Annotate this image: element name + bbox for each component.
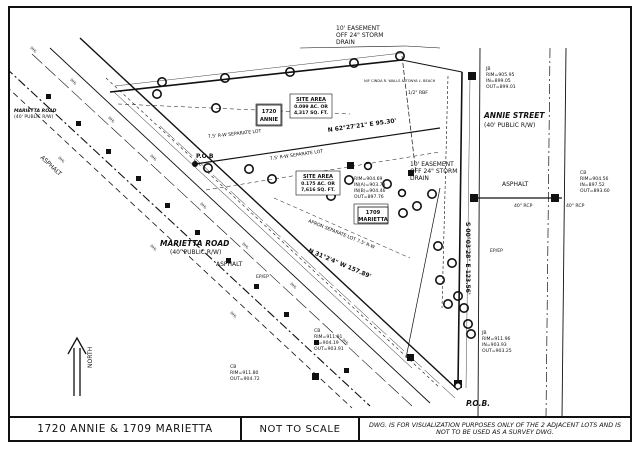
- svg-text:10' EASEMENT: 10' EASEMENT: [410, 161, 454, 168]
- svg-text:RIM=911.96: RIM=911.96: [482, 336, 511, 342]
- svg-text:SITE AREA: SITE AREA: [303, 174, 333, 180]
- title-block: 1720 ANNIE & 1709 MARIETTA NOT TO SCALE …: [10, 416, 630, 440]
- bearing-marietta-frontage: N 31°2'4" W 157.89': [307, 247, 372, 280]
- pob-bottom-label: P.O.B.: [466, 399, 490, 408]
- rcp-label-2: 40" RCP: [566, 203, 585, 209]
- asphalt-label-1: ASPHALT: [216, 261, 243, 268]
- svg-text:RIM=911.91: RIM=911.91: [314, 334, 343, 340]
- svg-text:DHL: DHL: [107, 116, 115, 124]
- svg-text:OFF 24" STORM: OFF 24" STORM: [410, 168, 457, 175]
- svg-text:OUT=899.01: OUT=899.01: [486, 84, 516, 90]
- svg-text:IN=899.05: IN=899.05: [486, 78, 511, 84]
- svg-text:RIM=904.69: RIM=904.69: [354, 176, 383, 182]
- rebar-label: 1/2" RBF: [408, 90, 428, 96]
- svg-text:OFF 24" STORM: OFF 24" STORM: [336, 32, 383, 39]
- svg-text:0.175 AC. OR: 0.175 AC. OR: [301, 181, 335, 187]
- svg-text:OUT=904.72: OUT=904.72: [230, 376, 260, 382]
- north-arrow: [67, 336, 87, 396]
- marietta-road-lines: [10, 37, 459, 409]
- utility-poles: [46, 94, 349, 373]
- svg-text:IN=903.93: IN=903.93: [482, 342, 507, 348]
- svg-text:1709: 1709: [366, 210, 381, 216]
- svg-text:RIM=904.56: RIM=904.56: [580, 176, 609, 182]
- svg-text:OUT=897.76: OUT=897.76: [354, 194, 384, 200]
- marietta-road-corner-label: MARIETTA ROAD: [14, 108, 57, 114]
- marietta-road-sub: (40' PUBLIC R/W): [170, 249, 221, 256]
- svg-text:DHL: DHL: [29, 46, 37, 54]
- svg-text:CB: CB: [580, 170, 586, 176]
- pob-top-label: P.O.B: [196, 153, 214, 160]
- ep-label-2: EP/EP: [490, 248, 503, 254]
- dhl-labels: DHL DHL DHL DHL DHL DHL DHL DHL DHL DHL …: [29, 46, 349, 346]
- pob-bottom-marker: [454, 382, 462, 390]
- north-label: NORTH: [87, 347, 94, 368]
- svg-text:IN=897.52: IN=897.52: [580, 182, 605, 188]
- svg-text:CB: CB: [314, 328, 320, 334]
- rcp-label-1: 40" RCP: [514, 203, 533, 209]
- bearing-north-line: N 62°27'21" E 95.30': [327, 117, 397, 134]
- disclaimer-note: DWG. IS FOR VISUALIZATION PURPOSES ONLY …: [369, 421, 621, 436]
- ep-label-1: EP/EP: [256, 274, 269, 280]
- annie-street-label: ANNIE STREET: [483, 111, 545, 120]
- marietta-road-corner-sub: (40' PUBLIC R/W): [14, 114, 54, 120]
- svg-text:0.099 AC. OR: 0.099 AC. OR: [294, 104, 328, 110]
- jb-low-callout: JB RIM=911.96 IN=903.93 OUT=903.25: [481, 330, 512, 354]
- svg-text:JB: JB: [481, 330, 487, 336]
- svg-text:DRAIN: DRAIN: [410, 175, 429, 182]
- svg-text:RIM=905.95: RIM=905.95: [486, 72, 515, 78]
- easement-top-label: 10' EASEMENT OFF 24" STORM DRAIN: [336, 25, 383, 46]
- marietta-road-label: MARIETTA ROAD: [160, 239, 229, 248]
- project-title: 1720 ANNIE & 1709 MARIETTA: [10, 418, 242, 440]
- cb-low-callout: CB RIM=911.80 OUT=904.72: [230, 364, 260, 382]
- setback-label-1: 7.5' R-W SEPARATE LOT: [208, 128, 262, 140]
- owner-note: N/F CINDA R. WALLS & TONYA L. BEACH: [364, 79, 436, 83]
- svg-text:DHL: DHL: [199, 202, 207, 210]
- svg-text:CB: CB: [230, 364, 236, 370]
- svg-text:10' EASEMENT: 10' EASEMENT: [336, 25, 380, 32]
- svg-text:OUT=903.91: OUT=903.91: [314, 346, 344, 352]
- svg-text:DHL: DHL: [69, 78, 77, 86]
- svg-text:IN=904.19: IN=904.19: [314, 340, 339, 346]
- svg-text:MARIETTA: MARIETTA: [358, 217, 387, 223]
- svg-text:DHL: DHL: [241, 242, 249, 250]
- svg-text:4,317 SQ. FT.: 4,317 SQ. FT.: [294, 110, 328, 116]
- jb-top-callout: JB RIM=905.95 IN=899.05 OUT=899.01: [485, 66, 516, 90]
- setback-label-2: 7.5' R-W SEPARATE LOT: [269, 149, 323, 162]
- svg-text:OUT=903.25: OUT=903.25: [482, 348, 512, 354]
- site-area-south: SITE AREA 0.175 AC. OR 7,616 SQ. FT.: [295, 170, 341, 196]
- cb-right-callout: CB RIM=904.56 IN=897.52 OUT=893.60: [580, 170, 610, 194]
- svg-text:DHL: DHL: [341, 338, 349, 346]
- svg-text:DHL: DHL: [289, 282, 297, 290]
- cb-mid-callout: RIM=904.69 IN(A)=903.73 IN(B)=904.46 OUT…: [354, 176, 386, 200]
- lot-1720-label: 1720 ANNIE: [256, 104, 282, 126]
- svg-text:DRAIN: DRAIN: [336, 39, 355, 46]
- svg-text:DHL: DHL: [149, 244, 157, 252]
- pob-top-marker: [192, 161, 198, 167]
- svg-text:IN(A)=903.73: IN(A)=903.73: [354, 182, 386, 188]
- svg-text:7,616 SQ. FT.: 7,616 SQ. FT.: [301, 187, 335, 193]
- svg-text:DHL: DHL: [57, 156, 65, 164]
- svg-text:ANNIE: ANNIE: [260, 117, 279, 123]
- svg-text:RIM=911.80: RIM=911.80: [230, 370, 259, 376]
- svg-text:DHL: DHL: [149, 154, 157, 162]
- scale-note: NOT TO SCALE: [242, 418, 360, 440]
- cb-left-callout: CB RIM=911.91 IN=904.19 OUT=903.91: [314, 328, 344, 352]
- easement-middle-label: 10' EASEMENT OFF 24" STORM DRAIN: [410, 161, 457, 182]
- lot-1709-label: 1709 MARIETTA: [357, 206, 389, 224]
- svg-text:OUT=893.60: OUT=893.60: [580, 188, 610, 194]
- svg-text:DHL: DHL: [229, 311, 237, 319]
- svg-text:SITE AREA: SITE AREA: [296, 97, 326, 103]
- svg-text:IN(B)=904.46: IN(B)=904.46: [354, 188, 386, 194]
- annie-street-sub: (40' PUBLIC R/W): [484, 122, 535, 129]
- site-area-north: SITE AREA 0.099 AC. OR 4,317 SQ. FT.: [289, 93, 333, 119]
- site-plan-drawing: DHL DHL DHL DHL DHL DHL DHL DHL DHL DHL …: [10, 25, 610, 418]
- asphalt-label-2: ASPHALT: [502, 181, 529, 188]
- bearing-east-line: S 00°03'28" E 123.56': [464, 222, 471, 295]
- svg-text:1720: 1720: [262, 109, 277, 115]
- drawing-frame: DHL DHL DHL DHL DHL DHL DHL DHL DHL DHL …: [8, 6, 632, 442]
- svg-text:JB: JB: [485, 66, 491, 72]
